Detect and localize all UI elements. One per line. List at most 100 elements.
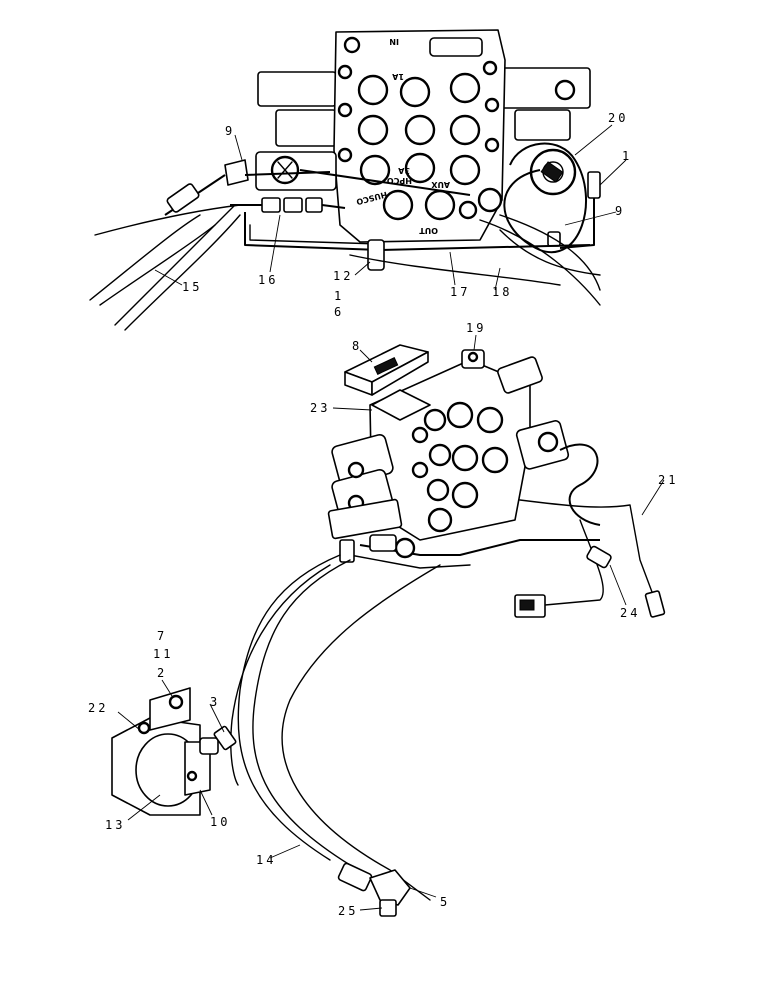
callout-1: 1 (622, 149, 632, 163)
iso-port (426, 478, 450, 502)
hose-15b (124, 214, 241, 331)
front-block (369, 534, 397, 552)
leader-13 (127, 794, 161, 821)
callout-13: 13 (105, 818, 125, 832)
callout-9-top-left: 9 (225, 124, 235, 138)
hose-left-2 (89, 214, 201, 301)
hose-18 (479, 219, 601, 306)
bolt-icon (137, 721, 151, 735)
switch-connector (540, 161, 564, 183)
callout-20: 20 (608, 111, 628, 125)
stamp-aux: AUX (431, 180, 450, 189)
callout-18: 18 (492, 285, 512, 299)
iso-port (451, 481, 479, 509)
harness-24 (544, 519, 604, 606)
work-port (357, 74, 389, 106)
leader-25 (359, 907, 383, 911)
front-fitting (394, 537, 416, 559)
decal-8-front (371, 351, 429, 396)
leader-22 (117, 711, 141, 731)
callout-14: 14 (256, 853, 276, 867)
work-port (359, 154, 391, 186)
elbow-fitting (477, 187, 503, 213)
iso-port (451, 444, 479, 472)
harness-loop (559, 443, 601, 526)
bolt-icon (484, 97, 500, 113)
hose-14-b (252, 559, 351, 866)
leader-9b (564, 211, 617, 226)
fitting-16b (283, 197, 303, 213)
work-port (424, 189, 456, 221)
hose-18b (499, 214, 601, 291)
connector-21 (644, 590, 666, 618)
tube-right (559, 198, 595, 249)
work-port (404, 114, 436, 146)
fitting-16c (305, 197, 323, 213)
hose-to-accumulator (230, 564, 331, 786)
callout-2: 2 (157, 666, 167, 680)
fitting-4 (587, 171, 601, 199)
accumulator-fitting (199, 737, 219, 755)
hose-crimp (166, 183, 200, 213)
leader-20 (574, 124, 613, 156)
bolt-icon (337, 64, 353, 80)
callout-23: 23 (310, 401, 330, 415)
tee-fitting-9 (224, 159, 249, 186)
leader-9a (234, 134, 243, 161)
bolt-2 (168, 694, 184, 710)
wire-run (499, 229, 601, 276)
stamp-1a: 1A (391, 72, 404, 81)
callout-12: 12 (333, 269, 353, 283)
leader-17 (449, 251, 456, 286)
leader-12 (354, 261, 371, 276)
stamp-3a: 3A (397, 166, 410, 175)
leader-10 (199, 789, 213, 816)
leader-lines (117, 124, 665, 911)
iso-port-small (411, 426, 429, 444)
left-spool-housing-lower (275, 109, 337, 147)
callout-15: 15 (182, 280, 202, 294)
callout-9-right: 9 (615, 204, 625, 218)
leader-2 (161, 679, 173, 697)
work-port (399, 76, 431, 108)
callout-17: 17 (450, 285, 470, 299)
leader-3 (209, 703, 225, 733)
work-port (449, 154, 481, 186)
elbow-fitting-nut (458, 200, 478, 220)
stamp-in: IN (389, 37, 399, 46)
hose-5 (281, 564, 441, 901)
callout-10: 10 (210, 815, 230, 829)
elbow-25-nut (379, 899, 397, 917)
callout-21: 21 (658, 473, 678, 487)
fitting-3 (213, 725, 237, 751)
callout-11: 11 (153, 647, 173, 661)
bolt-icon (484, 137, 500, 153)
leader-23 (332, 407, 373, 411)
hose-crimp-14 (337, 862, 373, 892)
cross-line (244, 169, 471, 196)
work-port (357, 114, 389, 146)
leader-8 (359, 349, 373, 363)
work-port (449, 114, 481, 146)
leader-15 (154, 269, 183, 286)
callout-25: 25 (338, 904, 358, 918)
bolt-icon (482, 60, 498, 76)
tube-front-2 (349, 554, 471, 569)
callout-labels: 9 20 1 9 15 16 12 17 18 1 6 19 8 23 21 2… (88, 111, 678, 918)
elbow-25 (369, 869, 411, 906)
stamp-hpco: HPCO (387, 176, 412, 185)
accumulator-plug (186, 770, 198, 782)
leader-24 (609, 564, 627, 606)
clamp-12 (367, 239, 385, 271)
body-top-plate (371, 389, 431, 421)
base-plate (327, 498, 403, 540)
stamp-out: OUT (419, 226, 438, 235)
hose-18c (349, 254, 561, 286)
leader-19 (473, 334, 477, 351)
bolt-icon (337, 102, 353, 118)
harness-21 (519, 499, 656, 601)
top-valve-assembly: IN 1A HUSCO AUX 3A HPCO OUT (89, 29, 601, 331)
fitting-16a (261, 197, 281, 213)
leader-4 (599, 159, 627, 186)
